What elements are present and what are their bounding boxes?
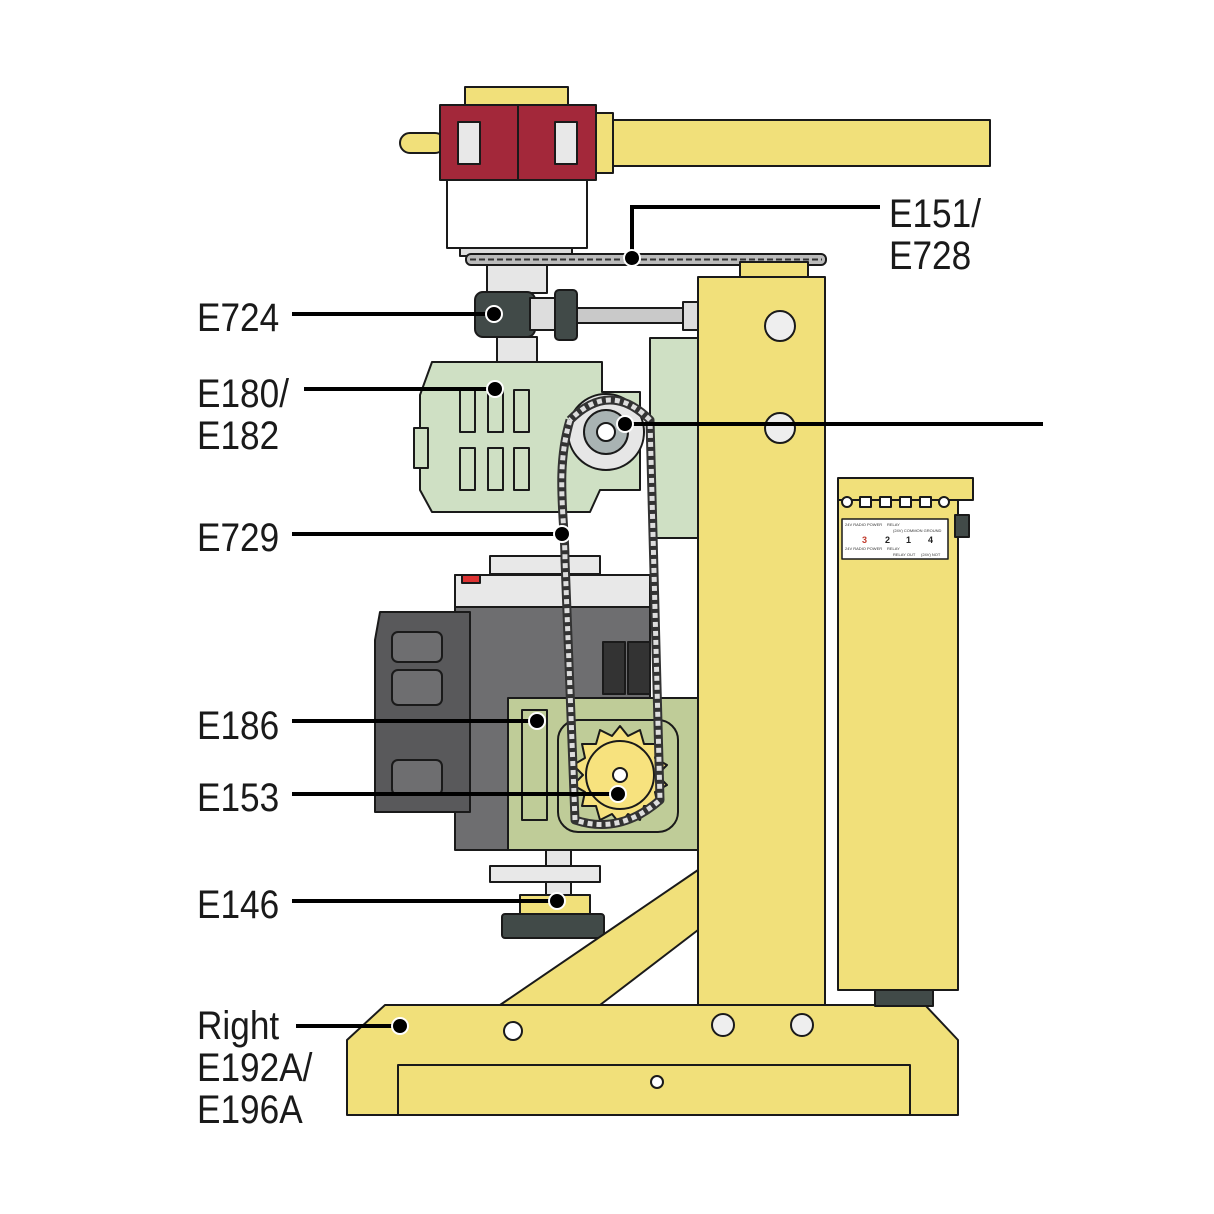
leader-e151 — [630, 205, 880, 258]
drive-chain — [557, 395, 665, 829]
terminal-text: RELAY OUT — [893, 552, 916, 557]
terminal-text: 24V RADIO POWER — [845, 522, 882, 527]
terminal-text: RELAY — [887, 522, 900, 527]
frame — [346, 276, 959, 1116]
terminal-number: 2 — [885, 535, 890, 545]
label-line: E192A/ — [197, 1046, 313, 1090]
label-line: E196A — [197, 1088, 303, 1132]
shaft-clamp — [439, 86, 597, 257]
label-line: E180/ — [197, 372, 289, 416]
label-line: E724 — [197, 296, 280, 340]
terminal-number: 1 — [906, 535, 911, 545]
label-e151-e728: E151/ E728 — [889, 193, 981, 277]
terminal-number: 4 — [928, 535, 933, 545]
label-line: E728 — [889, 234, 972, 278]
label-e724: E724 — [197, 297, 279, 339]
limit-nut-assembly — [474, 264, 699, 363]
label-line: E153 — [197, 776, 280, 820]
label-right-e192a-e196a: Right E192A/ E196A — [197, 1005, 312, 1131]
label-line: E146 — [197, 883, 280, 927]
terminal-text: (24V) NOT — [921, 552, 941, 557]
label-e729: E729 — [197, 517, 279, 559]
label-line: E182 — [197, 414, 280, 458]
drive-shaft — [399, 112, 991, 174]
label-e186: E186 — [197, 705, 279, 747]
terminal-text: 24V RADIO POWER — [845, 546, 882, 551]
label-e153: E153 — [197, 777, 279, 819]
leader-dots — [391, 249, 641, 1035]
terminal-number: 3 — [862, 535, 867, 545]
terminal-strip — [841, 496, 950, 508]
label-line: Right — [197, 1004, 280, 1048]
terminal-text: RELAY — [887, 546, 900, 551]
terminal-text: (24V) COMMON GROUND — [893, 528, 942, 533]
label-line: E151/ — [889, 192, 981, 236]
control-box — [837, 477, 974, 1007]
leader-lines — [292, 205, 1043, 1028]
label-line: E186 — [197, 704, 280, 748]
label-line: E729 — [197, 516, 280, 560]
terminal-label: 24V RADIO POWER RELAY (24V) COMMON GROUN… — [845, 522, 942, 557]
label-e146: E146 — [197, 884, 279, 926]
label-e180-e182: E180/ E182 — [197, 373, 289, 457]
